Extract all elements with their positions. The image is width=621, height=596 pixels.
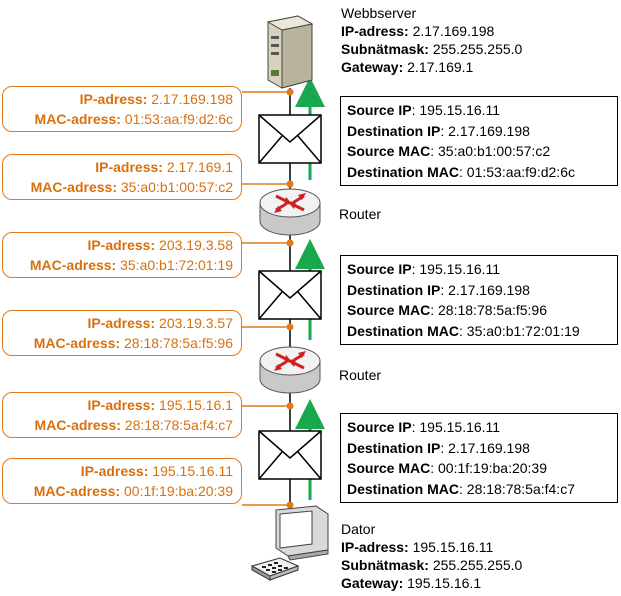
dst-ip-value: 2.17.169.198 <box>448 439 530 456</box>
mac-value: 35:a0:b1:00:57:c2 <box>120 179 233 195</box>
mac-value: 28:18:78:5a:f5:96 <box>124 335 233 351</box>
webserver-mask: 255.255.255.0 <box>432 41 523 57</box>
webserver-gw: 2.17.169.1 <box>407 59 474 75</box>
router-label: Router <box>339 367 382 383</box>
interface-box: IP-adress: 2.17.169.1 MAC-adress: 35:a0:… <box>2 154 242 200</box>
src-ip-label: Source IP <box>347 419 412 435</box>
mac-label: MAC-adress: <box>29 257 117 273</box>
mac-value: 35:a0:b1:72:01:19 <box>120 257 233 273</box>
dst-mac-value: 01:53:aa:f9:d2:6c <box>466 163 575 180</box>
src-mac-value: 35:a0:b1:00:57:c2 <box>438 143 551 159</box>
src-ip-label: Source IP <box>347 261 412 277</box>
packet-header-box: Source IP: 195.15.16.11 Destination IP: … <box>340 255 618 345</box>
ip-label: IP-adress: <box>80 463 149 479</box>
ip-label: IP-adress: <box>87 315 156 331</box>
mac-value: 01:53:aa:f9:d2:6c <box>124 111 233 127</box>
mac-value: 28:18:78:5a:f4:c7 <box>124 417 233 433</box>
envelope-icon <box>258 270 322 320</box>
dst-mac-value: 28:18:78:5a:f4:c7 <box>466 480 575 497</box>
packet-header-box: Source IP: 195.15.16.11 Destination IP: … <box>340 96 618 186</box>
router-icon <box>259 346 321 394</box>
ip-label: IP-adress: <box>95 159 163 175</box>
src-ip-label: Source IP <box>347 102 412 118</box>
mac-label: MAC-adress: <box>34 417 121 433</box>
src-ip-value: 195.15.16.11 <box>419 102 501 118</box>
webserver-ip: 2.17.169.198 <box>412 23 495 39</box>
computer-ip: 195.15.16.11 <box>412 539 494 555</box>
computer-gw: 195.15.16.1 <box>407 575 482 591</box>
webserver-title: Webbserver <box>341 5 417 21</box>
interface-box: IP-adress: 203.19.3.57 MAC-adress: 28:18… <box>2 310 242 356</box>
ip-value: 203.19.3.57 <box>159 315 233 331</box>
packet-header-box: Source IP: 195.15.16.11 Destination IP: … <box>340 413 618 503</box>
dst-mac-label: Destination MAC <box>347 163 459 180</box>
ip-label: IP-adress: <box>87 397 156 413</box>
computer-mask-label: Subnätmask: <box>341 557 429 573</box>
dst-ip-value: 2.17.169.198 <box>448 122 530 139</box>
computer-icon <box>250 505 329 581</box>
ip-value: 203.19.3.58 <box>159 237 233 253</box>
router-icon <box>259 188 321 236</box>
src-ip-value: 195.15.16.11 <box>419 261 501 277</box>
src-mac-value: 28:18:78:5a:f5:96 <box>438 302 548 318</box>
dst-ip-label: Destination IP <box>347 439 441 456</box>
dst-ip-label: Destination IP <box>347 122 441 139</box>
interface-box: IP-adress: 203.19.3.58 MAC-adress: 35:a0… <box>2 232 242 278</box>
mac-label: MAC-adress: <box>33 483 121 499</box>
webserver-info: Webbserver IP-adress: 2.17.169.198 Subnä… <box>341 4 522 76</box>
ip-value: 2.17.169.1 <box>166 159 233 175</box>
dst-mac-label: Destination MAC <box>347 480 459 497</box>
computer-info: Dator IP-adress: 195.15.16.11 Subnätmask… <box>341 520 522 592</box>
interface-box: IP-adress: 195.15.16.11 MAC-adress: 00:1… <box>2 458 242 504</box>
interface-box: IP-adress: 2.17.169.198 MAC-adress: 01:5… <box>2 86 242 132</box>
computer-ip-label: IP-adress: <box>341 539 409 555</box>
ip-label: IP-adress: <box>87 237 156 253</box>
dst-mac-value: 35:a0:b1:72:01:19 <box>466 322 580 339</box>
server-icon <box>266 15 314 89</box>
src-mac-label: Source MAC <box>347 143 431 159</box>
computer-title: Dator <box>341 521 376 537</box>
src-mac-label: Source MAC <box>347 460 431 476</box>
interface-box: IP-adress: 195.15.16.1 MAC-adress: 28:18… <box>2 392 242 438</box>
ip-label: IP-adress: <box>79 91 148 107</box>
router-label: Router <box>339 206 382 222</box>
src-mac-label: Source MAC <box>347 302 431 318</box>
interface-connectors <box>242 91 290 506</box>
src-ip-value: 195.15.16.11 <box>419 419 501 435</box>
ip-value: 2.17.169.198 <box>151 91 233 107</box>
mac-label: MAC-adress: <box>30 179 117 195</box>
computer-gw-label: Gateway: <box>341 575 404 591</box>
mac-label: MAC-adress: <box>34 111 121 127</box>
src-mac-value: 00:1f:19:ba:20:39 <box>438 460 548 476</box>
mac-value: 00:1f:19:ba:20:39 <box>124 483 233 499</box>
webserver-mask-label: Subnätmask: <box>341 41 429 57</box>
webserver-gw-label: Gateway: <box>341 59 404 75</box>
interface-dots <box>286 88 294 509</box>
envelope-icon <box>258 114 322 164</box>
webserver-ip-label: IP-adress: <box>341 23 409 39</box>
dst-ip-label: Destination IP <box>347 281 441 298</box>
mac-label: MAC-adress: <box>33 335 121 351</box>
envelope-icon <box>258 430 322 480</box>
ip-value: 195.15.16.1 <box>159 397 233 413</box>
dst-ip-value: 2.17.169.198 <box>448 281 530 298</box>
computer-mask: 255.255.255.0 <box>432 557 523 573</box>
dst-mac-label: Destination MAC <box>347 322 459 339</box>
ip-value: 195.15.16.11 <box>152 463 233 479</box>
